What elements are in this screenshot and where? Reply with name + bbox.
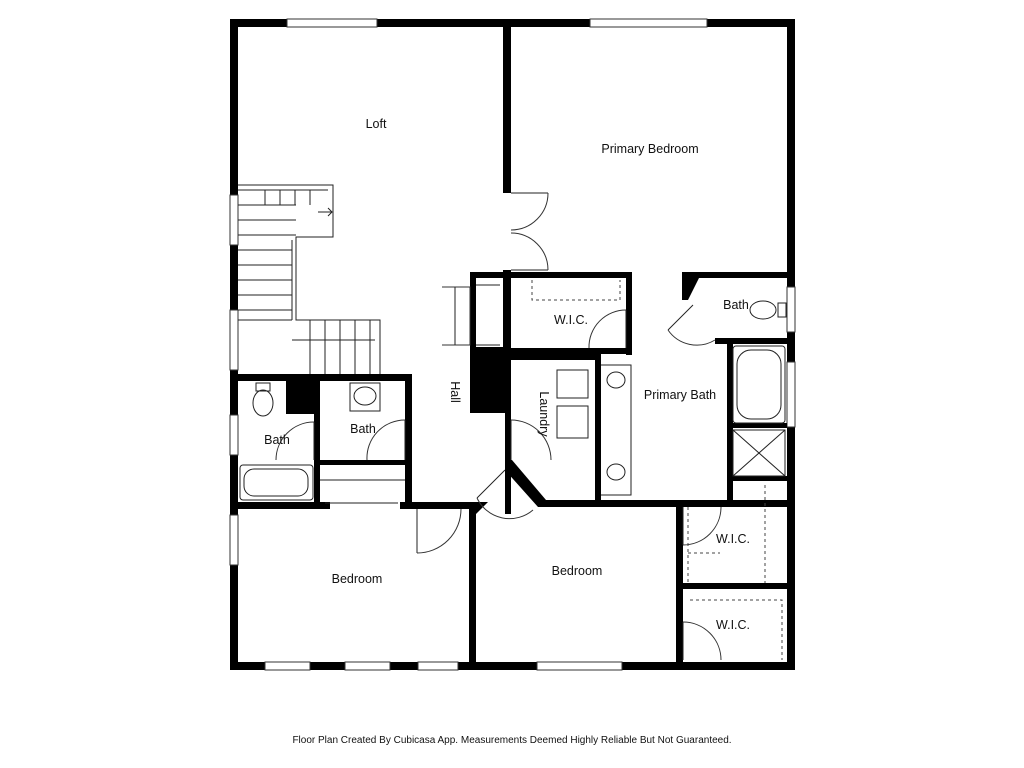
label-bath-left: Bath xyxy=(264,433,290,447)
label-bath-primary-side: Bath xyxy=(723,298,749,312)
label-primary-bedroom: Primary Bedroom xyxy=(601,142,698,156)
label-bath-center: Bath xyxy=(350,422,376,436)
interior-walls xyxy=(238,27,792,670)
outer-walls xyxy=(230,19,795,670)
label-loft: Loft xyxy=(366,117,387,131)
floor-plan: Loft Primary Bedroom W.I.C. Bath Hall La… xyxy=(229,18,796,671)
footer-disclaimer: Floor Plan Created By Cubicasa App. Meas… xyxy=(292,735,732,746)
label-wic-right-lower: W.I.C. xyxy=(716,618,750,632)
label-wic-right-upper: W.I.C. xyxy=(716,532,750,546)
label-bedroom-left: Bedroom xyxy=(332,572,383,586)
staircase xyxy=(238,184,381,374)
label-wic-top: W.I.C. xyxy=(554,313,588,327)
closet-shelves xyxy=(320,280,783,660)
doors xyxy=(275,192,722,661)
windows xyxy=(229,18,796,671)
label-primary-bath: Primary Bath xyxy=(644,388,716,402)
label-bedroom-center: Bedroom xyxy=(552,564,603,578)
fixtures xyxy=(239,300,787,501)
label-hall: Hall xyxy=(448,381,462,403)
label-laundry: Laundry xyxy=(537,391,551,437)
room-labels: Loft Primary Bedroom W.I.C. Bath Hall La… xyxy=(264,117,750,632)
